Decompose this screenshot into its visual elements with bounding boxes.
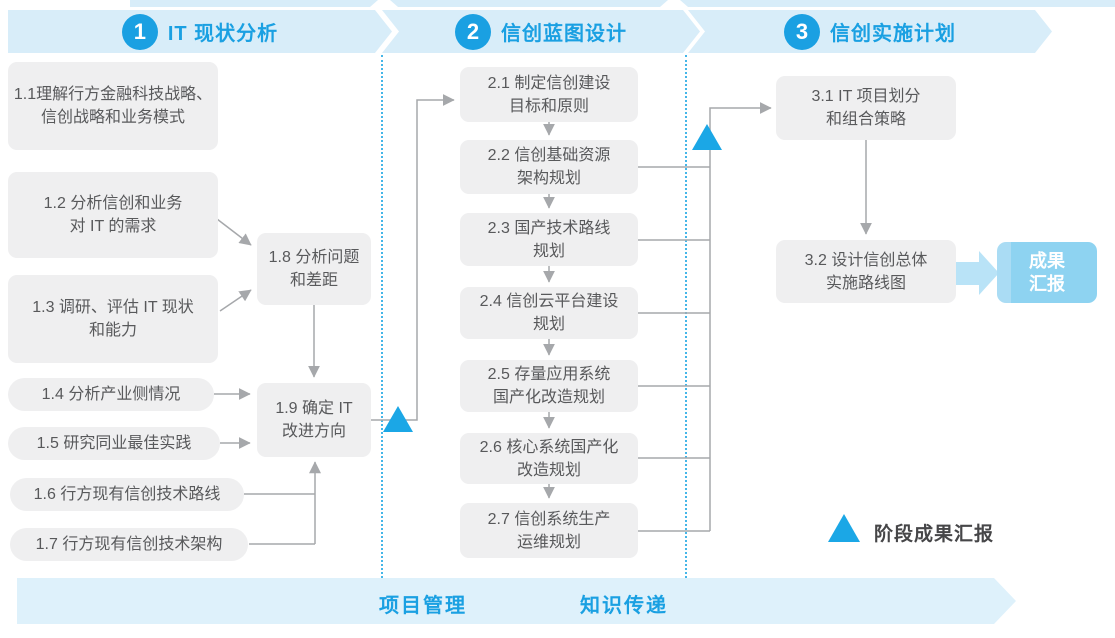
task-box-line: 运维规划	[516, 533, 581, 551]
task-box-line: 和能力	[88, 322, 137, 339]
task-box-line: 2.1 制定信创建设	[487, 74, 611, 92]
task-box-1-4: 1.4 分析产业侧情况	[8, 378, 214, 411]
task-box-2-1: 2.1 制定信创建设 目标和原则	[460, 67, 638, 122]
task-box-line: 2.4 信创云平台建设	[479, 293, 619, 310]
task-box-line: 2.5 存量应用系统	[487, 366, 611, 383]
phase-divider-2	[685, 55, 687, 578]
task-box-line: 3.1 IT 项目划分	[811, 88, 921, 105]
milestone-triangle-icon-phase1	[383, 406, 413, 432]
task-box-line: 1.4 分析产业侧情况	[41, 386, 181, 403]
legend-triangle-icon	[828, 514, 860, 542]
task-box-1-6: 1.6 行方现有信创技术路线	[10, 478, 244, 511]
top-strip-segment-1	[130, 0, 378, 7]
task-box-1-3: 1.3 调研、评估 IT 现状 和能力	[8, 275, 218, 363]
task-box-line: 架构规划	[516, 170, 581, 187]
task-box-line: 1.7 行方现有信创技术架构	[35, 536, 223, 553]
task-box-line: 规划	[532, 242, 565, 260]
task-box-line: 目标和原则	[508, 97, 589, 115]
bottom-banner	[17, 578, 1016, 624]
phase-number-badge-1: 1	[122, 14, 158, 50]
task-box-1-5: 1.5 研究同业最佳实践	[8, 427, 220, 460]
task-box-line: 1.6 行方现有信创技术路线	[33, 486, 221, 503]
task-box-line: 1.8 分析问题	[268, 249, 360, 266]
phase-number-badge-3: 3	[784, 14, 820, 50]
task-box-1-2: 1.2 分析信创和业务 对 IT 的需求	[8, 172, 218, 258]
result-box: 成果 汇报	[997, 242, 1097, 303]
task-box-line: 1.2 分析信创和业务	[43, 195, 183, 212]
task-box-line: 1.9 确定 IT	[275, 400, 353, 417]
task-box-line: 国产化改造规划	[492, 389, 605, 406]
bottom-banner-label-project-management: 项目管理	[379, 595, 467, 617]
task-box-line: 1.5 研究同业最佳实践	[36, 435, 192, 452]
task-box-2-3: 2.3 国产技术路线 规划	[460, 213, 638, 266]
task-box-line: 1.3 调研、评估 IT 现状	[32, 299, 194, 316]
milestone-triangle-icon-phase2	[692, 124, 722, 150]
task-box-line: 信创战略和业务模式	[40, 109, 185, 126]
task-box-line: 2.7 信创系统生产	[487, 510, 611, 528]
task-box-line: 2.2 信创基础资源	[487, 147, 611, 164]
top-strip-segment-3	[680, 0, 1115, 7]
task-box-1-8: 1.8 分析问题 和差距	[257, 233, 371, 305]
result-arrow	[956, 262, 979, 285]
bottom-banner-label-knowledge-transfer: 知识传递	[580, 595, 668, 617]
task-box-line: 2.3 国产技术路线	[487, 219, 611, 237]
task-box-line: 和组合策略	[825, 111, 906, 128]
phase-title-1: IT 现状分析	[167, 23, 279, 45]
task-box-3-1: 3.1 IT 项目划分 和组合策略	[776, 76, 956, 140]
phase-title-3: 信创实施计划	[830, 23, 956, 45]
legend-label: 阶段成果汇报	[874, 524, 995, 545]
top-strip-segment-2	[390, 0, 668, 7]
task-box-2-7: 2.7 信创系统生产 运维规划	[460, 503, 638, 558]
task-box-line: 改进方向	[281, 423, 346, 440]
task-box-line: 实施路线图	[825, 274, 906, 292]
task-box-1-7: 1.7 行方现有信创技术架构	[10, 528, 248, 561]
task-box-line: 对 IT 的需求	[69, 218, 157, 235]
task-box-line: 2.6 核心系统国产化	[479, 438, 619, 456]
task-box-2-5: 2.5 存量应用系统 国产化改造规划	[460, 360, 638, 412]
task-box-line: 和差距	[289, 272, 338, 289]
result-box-line: 汇报	[1029, 273, 1065, 294]
phase-divider-1	[381, 55, 383, 578]
task-box-line: 1.1理解行方金融科技战略、	[13, 86, 213, 103]
task-box-2-2: 2.2 信创基础资源 架构规划	[460, 140, 638, 194]
phase-banner-1: 1 IT 现状分析	[8, 10, 392, 53]
task-box-line: 3.2 设计信创总体	[804, 251, 928, 269]
result-arrow-head-icon	[979, 251, 999, 295]
task-box-line: 规划	[532, 316, 565, 333]
phase-number-badge-2: 2	[455, 14, 491, 50]
task-box-1-1: 1.1理解行方金融科技战略、 信创战略和业务模式	[8, 62, 218, 150]
task-box-2-4: 2.4 信创云平台建设 规划	[460, 287, 638, 339]
task-box-line: 改造规划	[516, 461, 581, 479]
task-box-3-2: 3.2 设计信创总体 实施路线图	[776, 240, 956, 303]
phase-banner-3: 3 信创实施计划	[688, 10, 1052, 53]
task-box-2-6: 2.6 核心系统国产化 改造规划	[460, 433, 638, 484]
phase-title-2: 信创蓝图设计	[501, 23, 627, 45]
result-box-line: 成果	[1029, 250, 1065, 271]
phase-banner-2: 2 信创蓝图设计	[382, 10, 700, 53]
task-box-1-9: 1.9 确定 IT 改进方向	[257, 383, 371, 457]
